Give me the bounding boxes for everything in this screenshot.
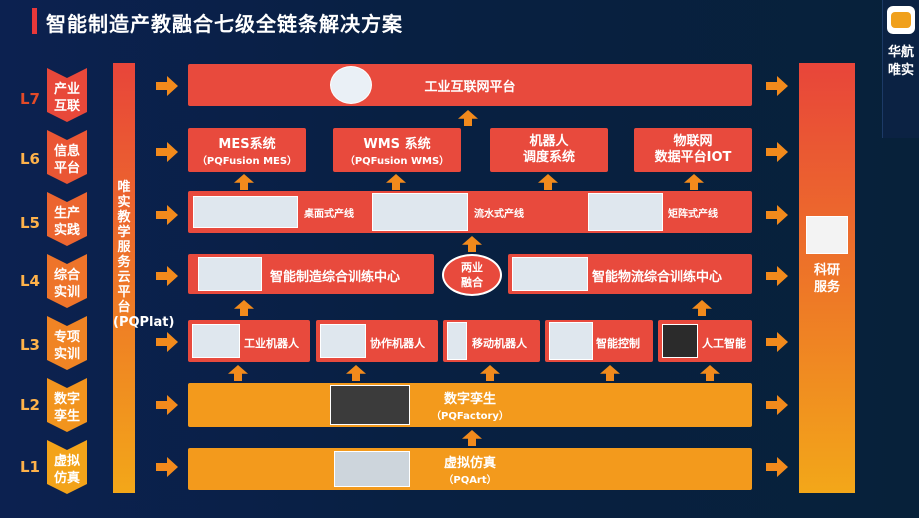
arrow-up-icon	[462, 236, 482, 252]
l4-left-label: 智能制造综合训练中心	[270, 270, 401, 285]
arrow-right-icon	[766, 76, 788, 96]
arrow-up-icon	[684, 174, 704, 190]
mobile-robot-image	[447, 322, 467, 360]
level-code-l3: L3	[20, 336, 40, 354]
arrow-right-icon	[766, 457, 788, 477]
arrow-up-icon	[600, 365, 620, 381]
arrow-up-icon	[386, 174, 406, 190]
l4-right-label: 智能物流综合训练中心	[592, 270, 723, 285]
page-title: 智能制造产教融合七级全链条解决方案	[46, 12, 403, 36]
brand-logo-icon	[887, 6, 915, 34]
arrow-right-icon	[156, 266, 178, 286]
network-globe-icon	[330, 66, 372, 104]
l6-iot-data-platform[interactable]: 物联网 数据平台IOT	[634, 128, 752, 172]
platform-label: 唯实教学服务云平台(PQPlat)	[113, 180, 175, 330]
l3-artificial-intelligence-label: 人工智能	[702, 337, 746, 350]
arrow-up-icon	[458, 110, 478, 126]
smart-control-image	[549, 322, 593, 360]
l1-text: 虚拟仿真 （PQArt）	[443, 456, 497, 486]
arrow-up-icon	[538, 174, 558, 190]
research-service-bar[interactable]	[799, 63, 855, 493]
level-chevron-l2: 数字 孪生	[47, 378, 87, 432]
arrow-up-icon	[346, 365, 366, 381]
l3-collaborative-robot-label: 协作机器人	[370, 337, 425, 350]
arrow-up-icon	[480, 365, 500, 381]
level-code-l2: L2	[20, 396, 40, 414]
arrow-right-icon	[766, 266, 788, 286]
l5-flow-line[interactable]: 流水式产线	[474, 209, 524, 220]
arrow-right-icon	[156, 457, 178, 477]
level-chevron-l4: 综合 实训	[47, 254, 87, 308]
arrow-right-icon	[156, 395, 178, 415]
level-chevron-l7: 产业 互联	[47, 68, 87, 122]
arrow-right-icon	[766, 332, 788, 352]
collaborative-robot-image	[320, 324, 366, 358]
arrow-up-icon	[462, 430, 482, 446]
research-service-label: 科研 服务	[813, 263, 840, 295]
level-chevron-l3: 专项 实训	[47, 316, 87, 370]
arrow-right-icon	[156, 76, 178, 96]
l2-digital-twin[interactable]	[188, 383, 752, 427]
level-code-l5: L5	[20, 214, 40, 232]
arrow-right-icon	[156, 142, 178, 162]
level-code-l6: L6	[20, 150, 40, 168]
l3-industrial-robot-label: 工业机器人	[244, 337, 299, 350]
level-code-l7: L7	[20, 90, 40, 108]
arrow-up-icon	[692, 300, 712, 316]
level-code-l1: L1	[20, 458, 40, 476]
brand-name: 华航唯实	[888, 45, 915, 78]
l5-desktop-line[interactable]: 桌面式产线	[304, 209, 354, 220]
l7-industrial-internet-platform[interactable]: 工业互联网平台	[188, 64, 752, 106]
laptop-image	[662, 324, 698, 358]
flow-line-image	[372, 193, 468, 231]
arrow-right-icon	[156, 205, 178, 225]
l5-matrix-line[interactable]: 矩阵式产线	[668, 209, 718, 220]
manufacturing-center-image	[198, 257, 262, 291]
l3-smart-control-label: 智能控制	[596, 337, 640, 350]
arrow-up-icon	[234, 300, 254, 316]
desktop-line-image	[193, 196, 298, 228]
level-chevron-l6: 信息 平台	[47, 130, 87, 184]
l6-robot-dispatch-system[interactable]: 机器人 调度系统	[490, 128, 608, 172]
l2-text: 数字孪生 （PQFactory）	[431, 392, 509, 422]
l3-mobile-robot-label: 移动机器人	[472, 337, 527, 350]
level-chevron-l5: 生产 实践	[47, 192, 87, 246]
matrix-line-image	[588, 193, 663, 231]
logistics-center-image	[512, 257, 588, 291]
arrow-up-icon	[234, 174, 254, 190]
robot-arm-icon	[806, 216, 848, 254]
l6-mes-system[interactable]: MES系统 （PQFusion MES）	[188, 128, 306, 172]
arrow-up-icon	[700, 365, 720, 381]
l1-virtual-simulation[interactable]	[188, 448, 752, 490]
virtual-simulation-image	[334, 451, 410, 487]
level-code-l4: L4	[20, 272, 40, 290]
arrow-up-icon	[228, 365, 248, 381]
industrial-robot-image	[192, 324, 240, 358]
level-chevron-l1: 虚拟 仿真	[47, 440, 87, 494]
arrow-right-icon	[766, 142, 788, 162]
arrow-right-icon	[766, 395, 788, 415]
title-accent-bar	[32, 8, 37, 34]
l6-wms-system[interactable]: WMS 系统 （PQFusion WMS）	[333, 128, 461, 172]
arrow-right-icon	[156, 332, 178, 352]
platform-bar	[113, 63, 135, 493]
digital-twin-workstation-image	[330, 385, 410, 425]
arrow-right-icon	[766, 205, 788, 225]
l4-dual-integration-oval: 两业 融合	[442, 254, 502, 296]
